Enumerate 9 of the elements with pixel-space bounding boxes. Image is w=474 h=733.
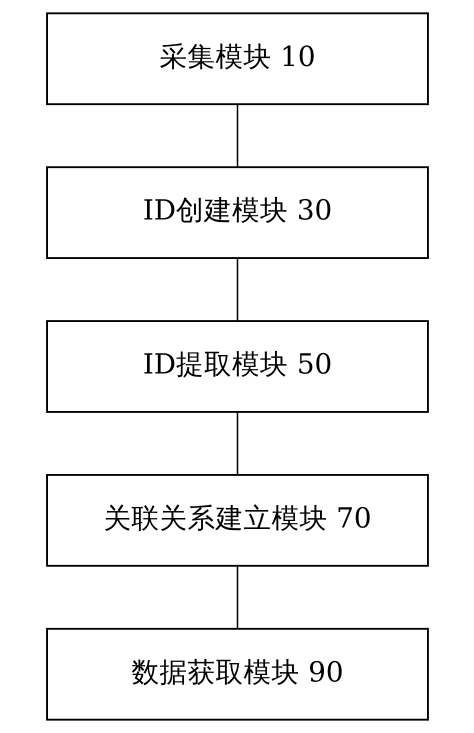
connector [236, 566, 238, 628]
node-box: 采集模块 10 [46, 12, 428, 106]
node-box: ID创建模块 30 [46, 166, 428, 259]
connector [236, 258, 238, 321]
node-box: 数据获取模块 90 [46, 628, 428, 721]
connector [236, 412, 238, 475]
node-box: ID提取模块 50 [46, 320, 428, 413]
node-box: 关联关系建立模块 70 [46, 474, 428, 567]
connector [236, 104, 238, 167]
